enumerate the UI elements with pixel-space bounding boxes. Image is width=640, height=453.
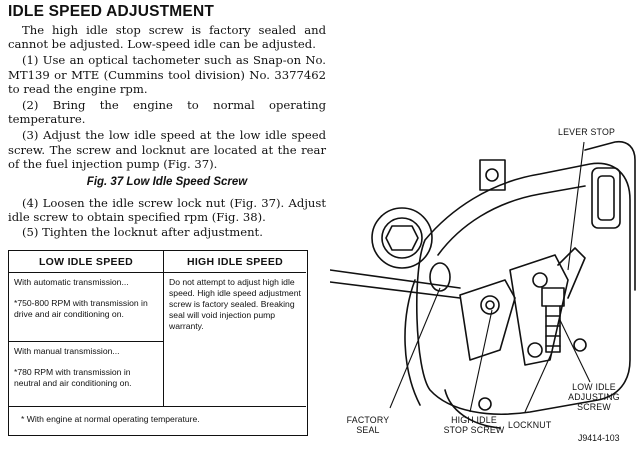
cell-automatic-transmission: With automatic transmission... *750-800 … — [9, 273, 164, 342]
paragraph-step-3: (3) Adjust the low idle speed at the low… — [8, 128, 326, 171]
header-low-idle-speed: LOW IDLE SPEED — [9, 251, 164, 273]
paragraph-intro: The high idle stop screw is factory seal… — [8, 23, 326, 52]
idle-speed-spec-table: LOW IDLE SPEED HIGH IDLE SPEED With auto… — [8, 250, 308, 436]
instruction-text: The high idle stop screw is factory seal… — [8, 23, 326, 173]
paragraph-step-4: (4) Loosen the idle screw lock nut (Fig.… — [8, 196, 326, 225]
injection-pump-drawing — [329, 140, 636, 429]
cell-manual-transmission: With manual transmission... *780 RPM wit… — [9, 342, 164, 406]
callout-factory-seal: FACTORY SEAL — [346, 415, 390, 435]
injection-pump-diagram: LEVER STOP FACTORY SEAL HIGH IDLE STOP S… — [329, 120, 640, 449]
cell-high-idle-note: Do not attempt to adjust high idle speed… — [169, 277, 301, 331]
callout-locknut: LOCKNUT — [508, 420, 552, 430]
figure-id: J9414-103 — [578, 433, 620, 443]
instruction-text-continued: (4) Loosen the idle screw lock nut (Fig.… — [8, 196, 326, 241]
callout-high-idle-stop-screw: HIGH IDLE STOP SCREW — [443, 415, 505, 435]
table-footnote: * With engine at normal operating temper… — [9, 406, 306, 434]
paragraph-step-2: (2) Bring the engine to normal operating… — [8, 98, 326, 127]
automatic-label: With automatic transmission... — [14, 277, 129, 287]
paragraph-step-1: (1) Use an optical tachometer such as Sn… — [8, 53, 326, 96]
section-heading: IDLE SPEED ADJUSTMENT — [8, 3, 215, 20]
figure-caption: Fig. 37 Low Idle Speed Screw — [86, 176, 248, 188]
manual-spec: *780 RPM with transmission in neutral an… — [14, 367, 132, 388]
automatic-spec: *750-800 RPM with transmission in drive … — [14, 298, 148, 319]
paragraph-step-5: (5) Tighten the locknut after adjustment… — [22, 225, 263, 240]
manual-label: With manual transmission... — [14, 346, 120, 356]
header-high-idle-speed: HIGH IDLE SPEED — [164, 251, 306, 273]
callout-low-idle-adjusting-screw: LOW IDLE ADJUSTING SCREW — [568, 382, 620, 412]
callout-lever-stop: LEVER STOP — [558, 127, 616, 137]
